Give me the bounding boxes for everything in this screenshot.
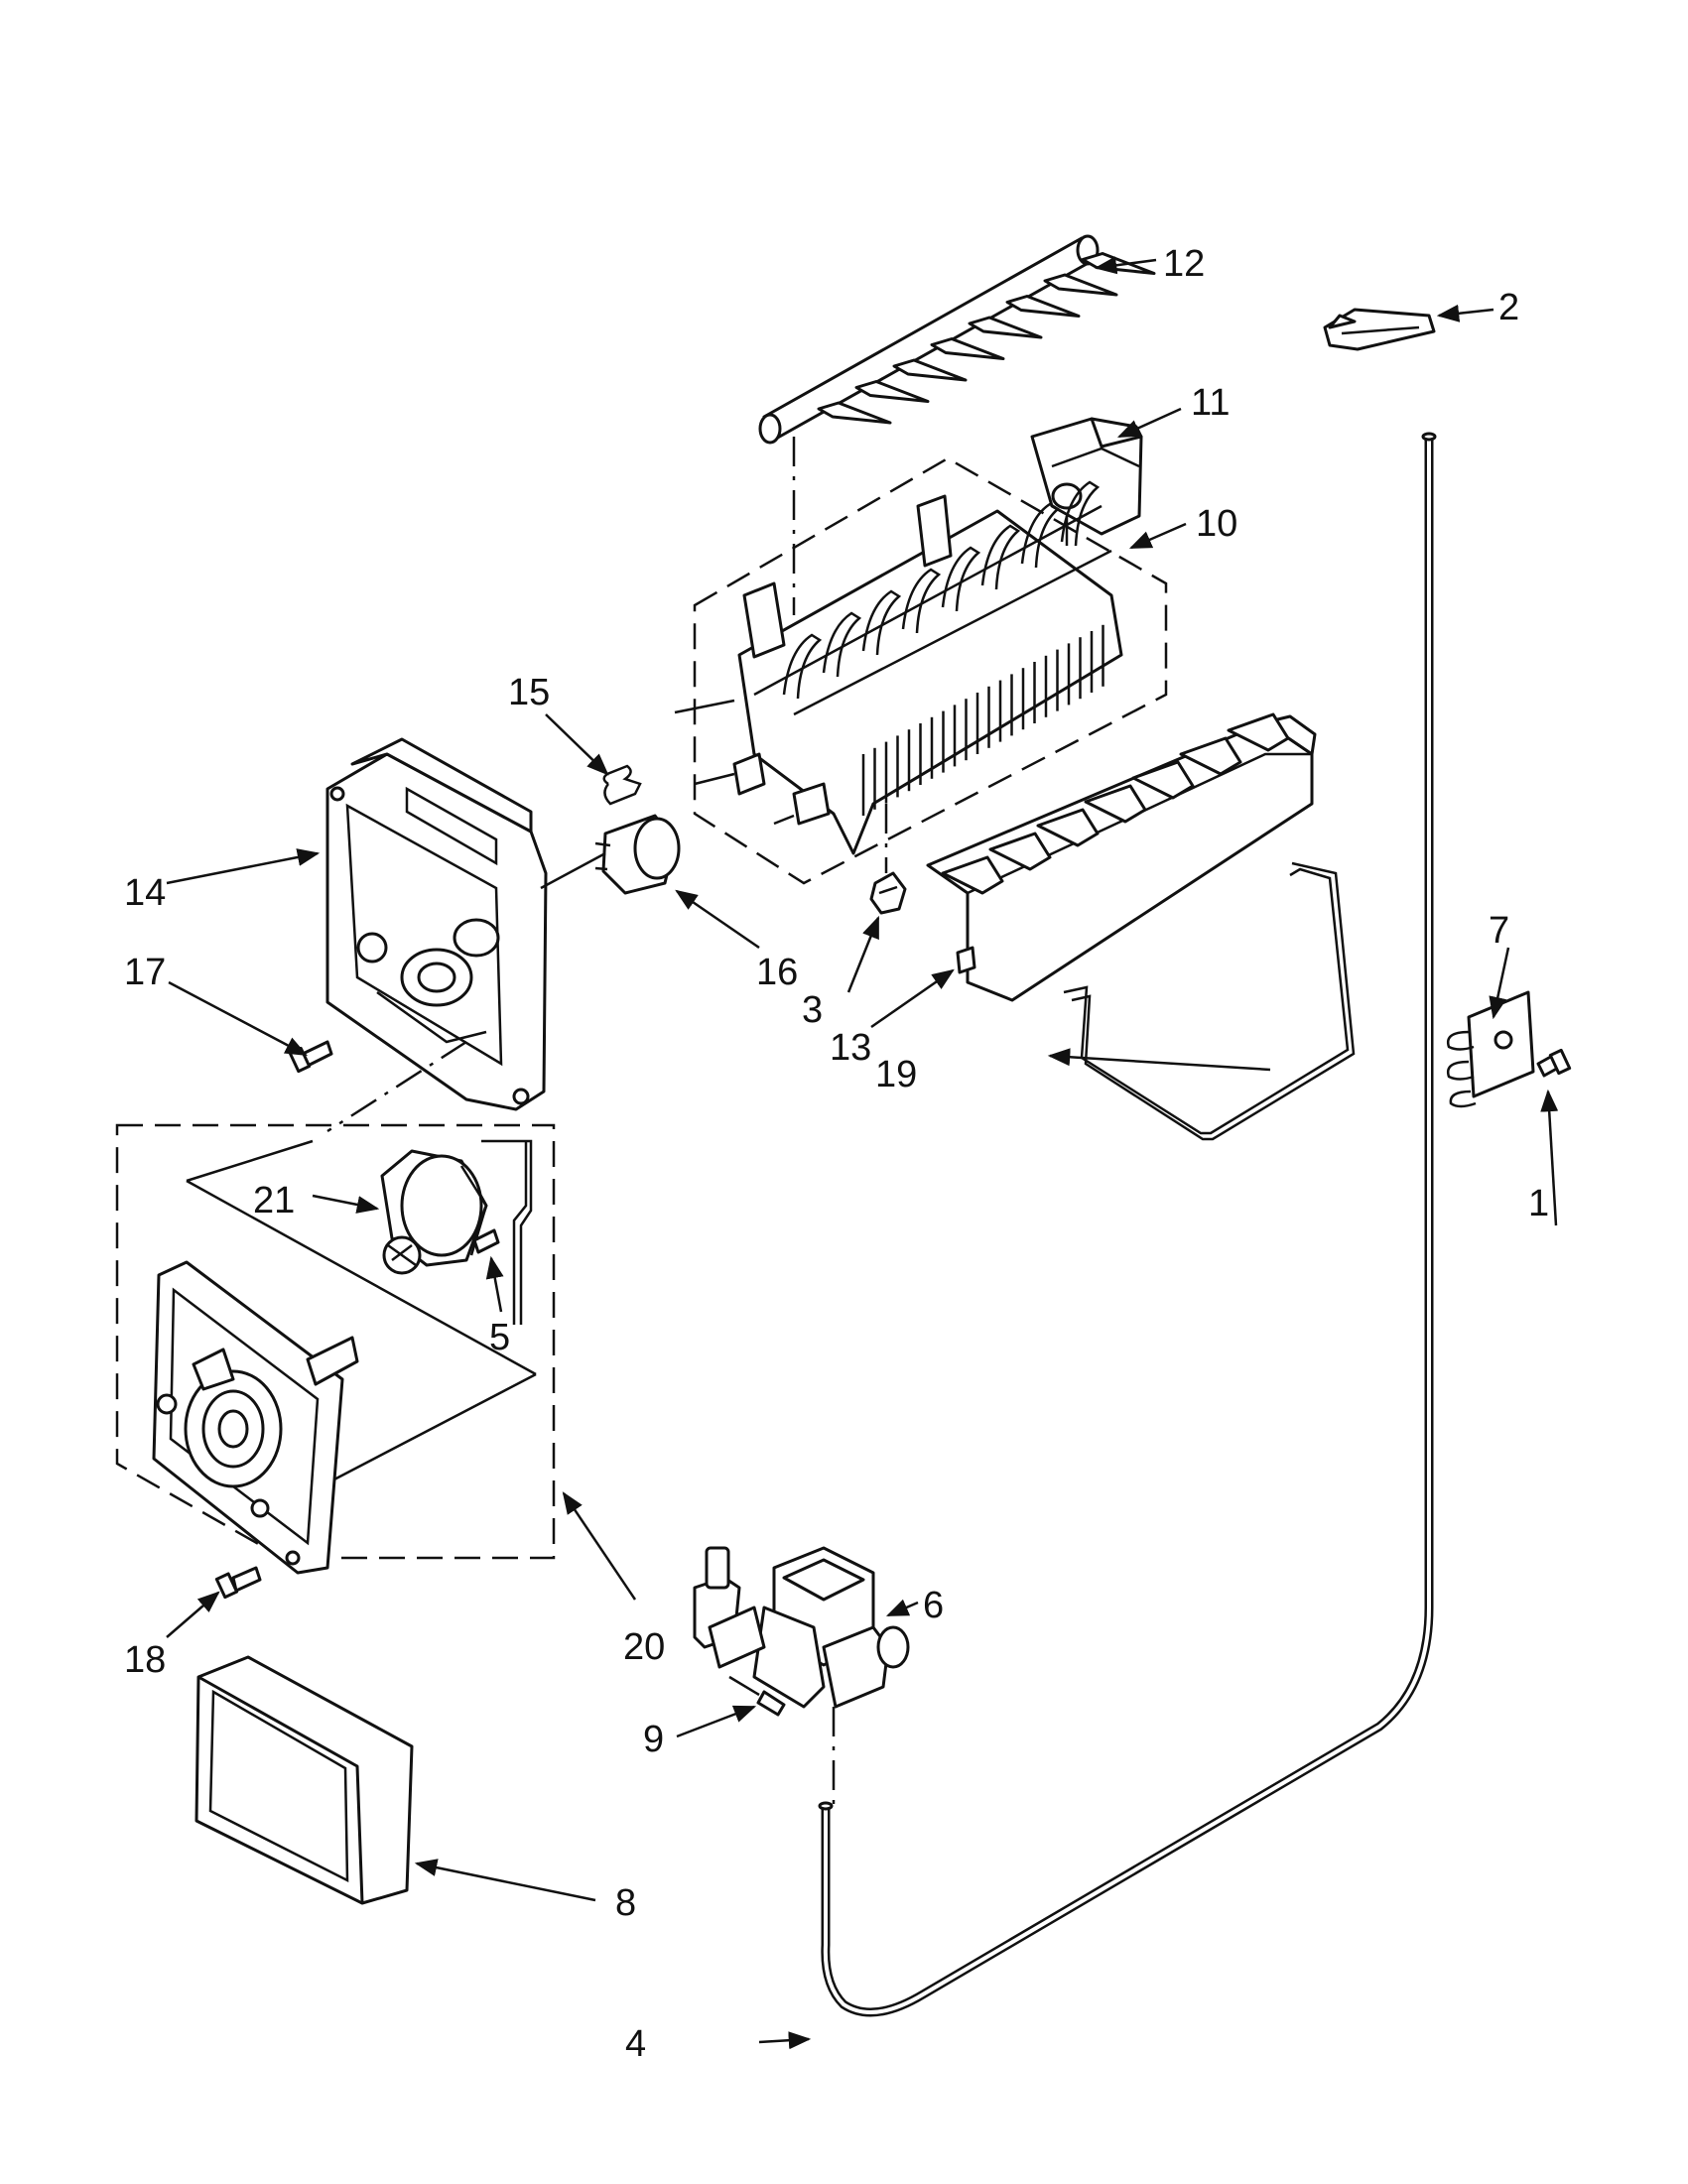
- shutoff-clip-part: [1323, 308, 1436, 351]
- screw-9-part: [728, 1675, 786, 1717]
- callout-15: 15: [508, 672, 550, 713]
- water-valve-part: [693, 1546, 910, 1709]
- callout-20: 20: [623, 1626, 665, 1668]
- drive-motor-part: [380, 1139, 533, 1325]
- callout-14: 14: [124, 872, 166, 914]
- module-assembly-box: [115, 1123, 556, 1560]
- drawing-stroke: [988, 832, 1052, 871]
- retainer-clip-part: [602, 764, 642, 806]
- drawing-stroke: [1084, 784, 1147, 824]
- wire-clip-part: [869, 871, 907, 915]
- drawing-stroke: [980, 524, 1021, 590]
- callout-11: 11: [1191, 382, 1230, 424]
- callout-labels: 1 2 3 4 5 6 7 8 9 10 11 12 13 14 15 16 1…: [124, 243, 1549, 2065]
- control-housing-part: [325, 737, 548, 1111]
- drawing-stroke: [930, 337, 1005, 360]
- drawing-stroke: [941, 855, 1004, 895]
- screw-18-part: [214, 1566, 262, 1600]
- module-plate-part: [152, 1260, 359, 1575]
- callout-16: 16: [756, 952, 798, 993]
- callout-4: 4: [625, 2023, 646, 2065]
- fill-cup-part: [1030, 417, 1143, 536]
- drawing-stroke: [968, 316, 1043, 339]
- callout-19: 19: [875, 1054, 917, 1095]
- callout-6: 6: [923, 1585, 944, 1626]
- callout-1: 1: [1528, 1183, 1549, 1224]
- drawing-stroke: [1036, 808, 1100, 847]
- screw-17-part: [288, 1040, 333, 1074]
- callout-8: 8: [615, 1882, 636, 1924]
- drawing-stroke: [854, 380, 930, 403]
- callout-2: 2: [1498, 287, 1519, 328]
- callout-17: 17: [124, 952, 166, 993]
- leader-lines: [166, 256, 1559, 2050]
- ice-mold-part: [674, 456, 1168, 885]
- drawing-stroke: [1081, 252, 1156, 275]
- water-fill-tube-part: [818, 432, 1437, 2017]
- drawing-stroke: [817, 401, 892, 425]
- tube-clamp-part: [1446, 990, 1535, 1108]
- callout-18: 18: [124, 1639, 166, 1681]
- callout-3: 3: [802, 989, 823, 1031]
- construction-line: [326, 1040, 467, 1133]
- drawing-stroke: [861, 589, 902, 656]
- callout-13: 13: [830, 1027, 871, 1069]
- drawing-stroke: [1179, 736, 1242, 776]
- drawing-stroke: [901, 568, 942, 634]
- shutoff-arm-part: [1063, 861, 1356, 1141]
- drawing-stroke: [1020, 502, 1061, 569]
- drawing-stroke: [1005, 295, 1081, 318]
- drawing-stroke: [941, 546, 981, 612]
- drawing-stroke: [782, 633, 823, 700]
- drawing-stroke: [1043, 273, 1118, 297]
- callout-9: 9: [643, 1719, 664, 1760]
- thermostat-part: [540, 814, 681, 895]
- callout-21: 21: [253, 1180, 295, 1221]
- drawing-stroke: [892, 358, 968, 382]
- ejector-blade-part: [758, 234, 1156, 445]
- drawing-stroke: [822, 611, 862, 678]
- callout-12: 12: [1163, 243, 1205, 285]
- insulation-pad-part: [195, 1655, 414, 1905]
- screw-5-part: [472, 1228, 500, 1254]
- callout-10: 10: [1196, 503, 1237, 545]
- callout-7: 7: [1489, 910, 1509, 952]
- drawing-stroke: [1131, 760, 1195, 800]
- callout-5: 5: [489, 1317, 510, 1358]
- screw-1-part: [1536, 1048, 1572, 1078]
- ice-stripper-part: [926, 712, 1317, 1002]
- construction-line: [186, 1139, 537, 1495]
- drawing-stroke: [1227, 712, 1290, 752]
